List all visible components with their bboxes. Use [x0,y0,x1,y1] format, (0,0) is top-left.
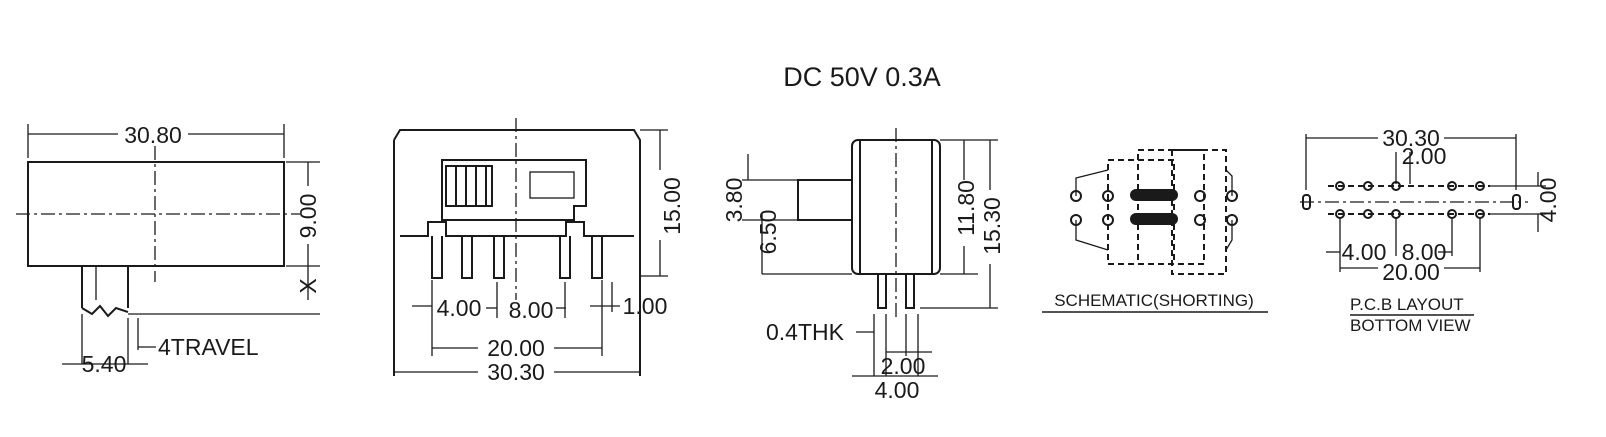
side-actuator [81,266,129,318]
front-pin-2 [461,236,473,279]
rating-title: DC 50V 0.3A [783,62,941,92]
end-pin-1 [877,274,887,309]
front-pin-3 [493,236,505,279]
pcb-view: 30.30 2.00 4.00 4.00 8.00 20.00 P.C.B LA… [1300,125,1561,335]
front-base [400,221,634,237]
pcb-row-pitch: 4.00 [1535,178,1561,223]
pcb-slot-left [1302,194,1311,210]
front-view: 15.00 4.00 8.00 1.00 20.00 30.30 [393,118,685,385]
front-shell-top [393,129,641,276]
side-travel-dim: 4TRAVEL [158,334,259,360]
end-pin-pitch: 2.00 [881,353,926,379]
pcb-hole-icon [1475,181,1485,191]
end-body-height: 11.80 [953,180,979,236]
shorting-bar-top [1130,189,1178,201]
contact-icon [1226,190,1238,202]
front-slider [529,171,575,199]
contact-icon [1226,214,1238,226]
contact-icon [1102,214,1114,226]
contact-icon [1070,190,1082,202]
front-pin-width: 1.00 [623,293,668,319]
schematic-box-1 [1107,159,1175,265]
side-height-dim: 9.00 [295,194,321,239]
contact-icon [1194,214,1206,226]
front-knob [445,165,493,207]
pcb-pin-span: 20.00 [1382,259,1440,285]
front-housing [441,159,587,221]
front-pin-span: 20.00 [487,335,545,361]
pcb-holes [1335,181,1485,219]
end-knob [797,179,852,221]
front-pin-1 [431,236,443,279]
front-pitch-a: 4.00 [437,295,482,321]
end-pin-2 [905,274,915,309]
contact-icon [1070,214,1082,226]
pcb-view-label: BOTTOM VIEW [1350,316,1471,335]
schematic-wire-right [1225,169,1233,251]
front-overall-dim: 30.30 [487,359,545,385]
front-pin-4 [559,236,571,279]
pcb-slot-right [1512,194,1521,210]
pcb-pitch-b: 8.00 [1402,239,1447,265]
end-knob-width: 3.80 [721,178,747,223]
pcb-hole-icon [1335,181,1345,191]
schematic-view: SCHEMATIC(SHORTING) [1042,149,1268,313]
schematic-label: SCHEMATIC(SHORTING) [1054,291,1254,310]
side-actuator-dim: 5.40 [82,351,127,377]
pcb-hole-icon [1363,209,1373,219]
schematic-wire-left [1075,169,1109,251]
pcb-layout-label: P.C.B LAYOUT [1350,295,1464,314]
front-pitch-b: 8.00 [509,297,554,323]
pcb-overall-dim: 30.30 [1382,125,1440,151]
front-height-dim: 15.00 [659,177,685,235]
front-pin-5 [591,236,603,279]
side-width-dim: 30.80 [124,122,182,148]
side-x-label: X [295,278,321,293]
pcb-pitch-small: 2.00 [1402,143,1447,169]
pcb-hole-icon [1447,181,1457,191]
schematic-box-2 [1137,149,1205,265]
end-view: 3.80 6.50 11.80 15.30 0.4THK 2.00 4.00 [721,128,1005,403]
contact-icon [1102,190,1114,202]
end-row-span: 4.00 [875,377,920,403]
schematic-box-3 [1171,149,1227,275]
end-overall-height: 15.30 [979,197,1005,255]
end-knob-offset: 6.50 [755,210,781,255]
shorting-bar-bottom [1130,213,1178,225]
pcb-hole-icon [1363,181,1373,191]
contact-icon [1194,190,1206,202]
side-view: 30.80 9.00 X 5.40 4TRAVEL [16,122,321,377]
end-thickness: 0.4THK [766,319,845,345]
schematic-contacts [1070,190,1238,226]
pcb-pitch-a: 4.00 [1342,239,1387,265]
